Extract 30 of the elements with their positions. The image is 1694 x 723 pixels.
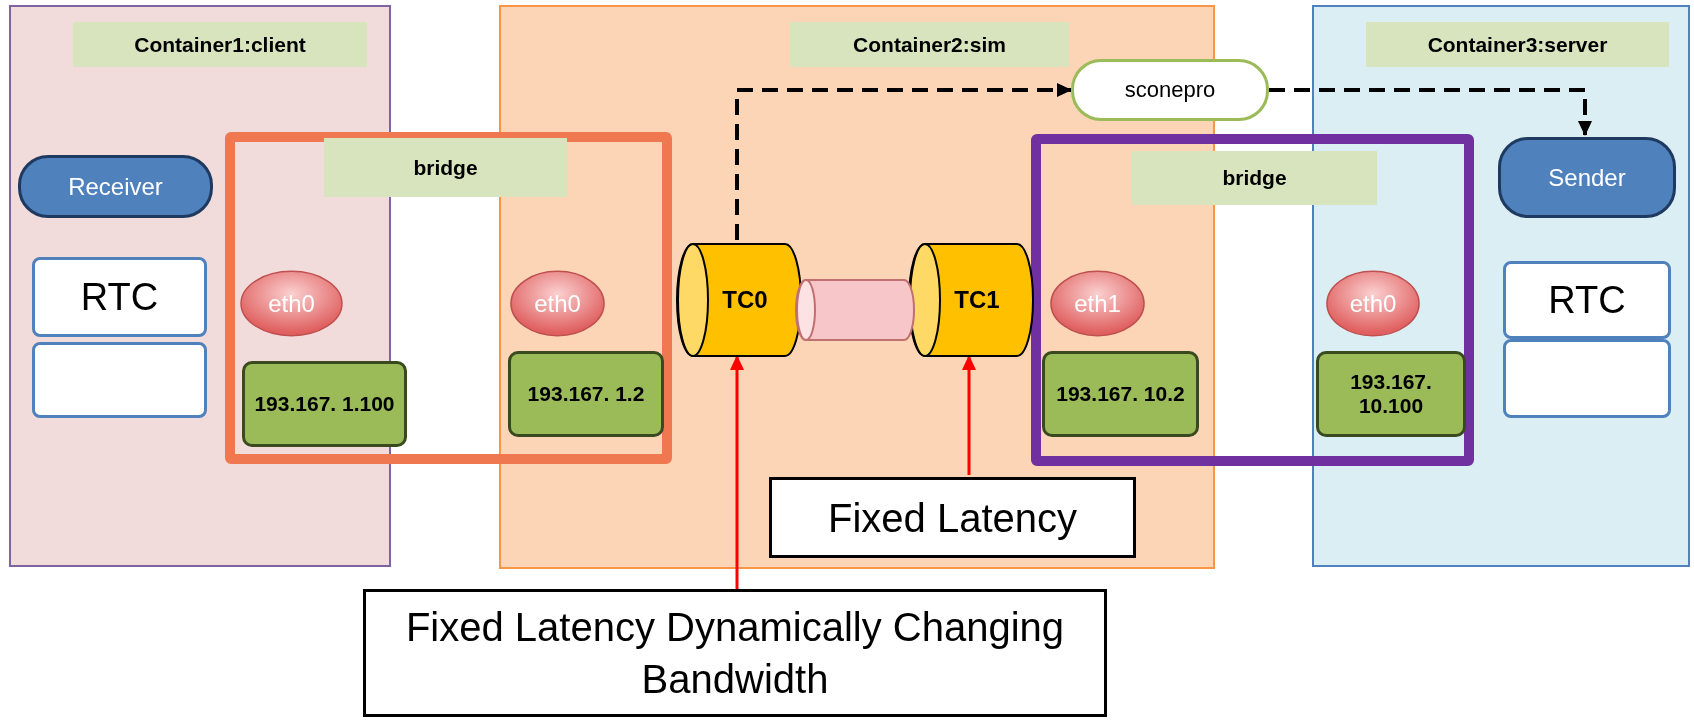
module-box: RTC <box>32 257 207 337</box>
interface-label: eth0 <box>534 289 581 318</box>
arrow <box>962 355 976 475</box>
note-box: Fixed Latency Dynamically Changing Bandwidth <box>363 589 1107 717</box>
role-box: Receiver <box>18 155 213 218</box>
queue-label: TC0 <box>722 286 768 314</box>
ip-address-box: 193.167. 10.2 <box>1042 351 1199 437</box>
interface-label: eth1 <box>1074 289 1121 318</box>
ip-address-box: 193.167. 1.2 <box>508 351 664 437</box>
queue-label: TC1 <box>954 286 1000 314</box>
interface-label: eth0 <box>268 289 315 318</box>
role-box: Sender <box>1498 137 1676 218</box>
arrow <box>1269 88 1592 136</box>
bridge-frame <box>1031 134 1474 466</box>
module-box <box>1503 339 1671 418</box>
arrow <box>730 355 744 589</box>
module-box: RTC <box>1503 261 1671 339</box>
bridge-frame <box>225 132 672 464</box>
note-box: Fixed Latency <box>769 477 1136 558</box>
heading-label: bridge <box>324 138 567 197</box>
ip-address-box: 193.167. 1.100 <box>242 361 407 447</box>
module-box <box>32 342 207 418</box>
heading-label: bridge <box>1132 151 1377 205</box>
arrow <box>735 83 1072 240</box>
heading-label: Container3:server <box>1366 22 1669 67</box>
interface-label: eth0 <box>1349 289 1397 318</box>
process-box: sconepro <box>1071 59 1269 121</box>
ip-address-box: 193.167. 10.100 <box>1316 351 1466 437</box>
heading-label: Container2:sim <box>790 22 1069 67</box>
heading-label: Container1:client <box>73 22 367 67</box>
